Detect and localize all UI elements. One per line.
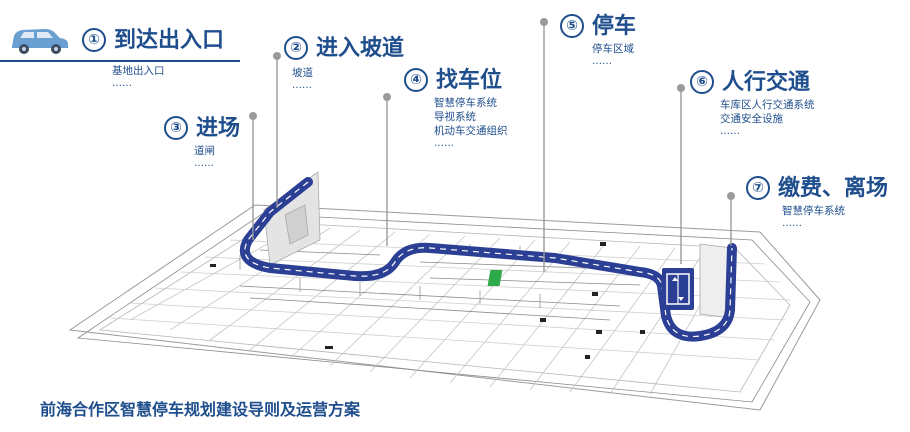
step-7-number: ⑦ <box>746 176 770 200</box>
step-5-dots: …… <box>592 56 612 67</box>
step-4-line-2: 导视系统 <box>434 111 476 123</box>
step-7: ⑦ 缴费、离场 智慧停车系统 …… <box>746 176 888 230</box>
step-6-title: 人行交通 <box>722 70 811 95</box>
step-1-title: 到达出入口 <box>114 28 225 53</box>
garage-structure <box>68 171 821 411</box>
step-4: ④ 找车位 智慧停车系统 导视系统 机动车交通组织 …… <box>404 68 508 150</box>
step-4-title: 找车位 <box>436 68 503 93</box>
leader-lines <box>252 22 732 272</box>
step-2-number: ② <box>284 36 308 60</box>
elevator-icon <box>662 268 694 310</box>
target-parking-spot <box>487 270 503 286</box>
document-title: 前海合作区智慧停车规划建设导则及运营方案 <box>40 400 361 419</box>
step-4-line-3: 机动车交通组织 <box>434 125 508 137</box>
step-6-line-2: 交通安全设施 <box>720 113 783 125</box>
vehicle-route <box>239 177 737 342</box>
step-1-details: 基地出入口 …… <box>112 64 165 90</box>
step-3-number: ③ <box>164 116 188 140</box>
step-3-title: 进场 <box>196 116 241 141</box>
step-7-line-1: 智慧停车系统 <box>782 205 845 217</box>
step-6: ⑥ 人行交通 车库区人行交通系统 交通安全设施 …… <box>690 70 815 138</box>
step-5-title: 停车 <box>592 14 637 39</box>
step-2-dots: …… <box>292 80 312 91</box>
step-3-dots: …… <box>194 158 214 169</box>
step-5-number: ⑤ <box>560 14 584 38</box>
step-1-number: ① <box>82 28 106 52</box>
step-4-line-1: 智慧停车系统 <box>434 97 497 109</box>
step-2: ② 进入坡道 坡道 …… <box>284 36 404 92</box>
step-5: ⑤ 停车 停车区域 …… <box>560 14 636 68</box>
step-6-number: ⑥ <box>690 70 714 94</box>
step-2-title: 进入坡道 <box>316 36 405 61</box>
step-2-line-1: 坡道 <box>292 67 313 79</box>
step-1-line-1: 基地出入口 <box>112 65 165 77</box>
step-7-dots: …… <box>782 218 802 229</box>
step-5-line-1: 停车区域 <box>592 43 634 55</box>
step-1-dots: …… <box>112 78 132 89</box>
step-4-dots: …… <box>434 138 454 149</box>
step-1: ① 到达出入口 <box>82 28 224 54</box>
step-4-number: ④ <box>404 68 428 92</box>
step-3: ③ 进场 道闸 …… <box>164 116 240 170</box>
step-1-underline <box>0 60 240 62</box>
step-7-title: 缴费、离场 <box>778 176 889 201</box>
car-icon <box>12 29 68 54</box>
step-3-line-1: 道闸 <box>194 145 215 157</box>
leader-pins <box>249 18 735 200</box>
step-6-dots: …… <box>720 126 740 137</box>
step-6-line-1: 车库区人行交通系统 <box>720 99 815 111</box>
